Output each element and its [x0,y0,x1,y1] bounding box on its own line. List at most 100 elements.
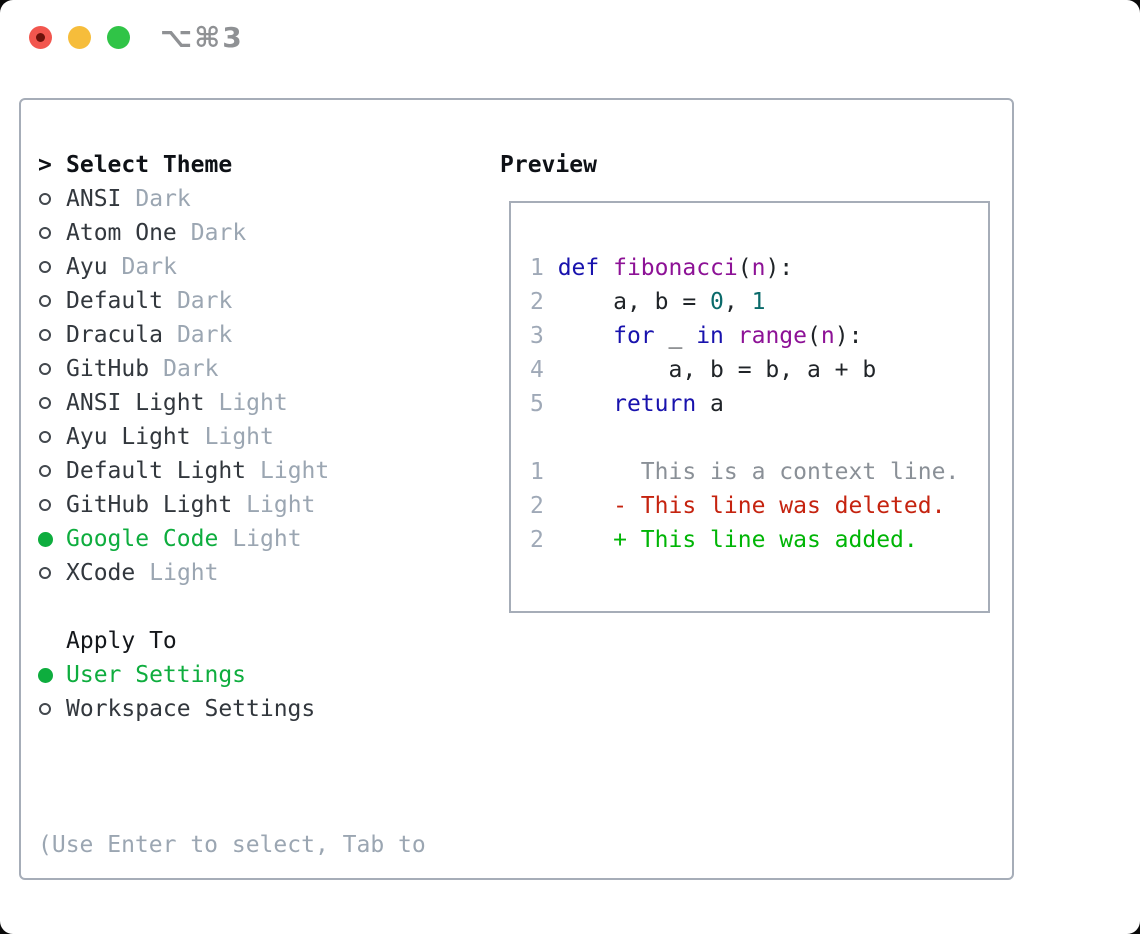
code-token: return [613,391,697,417]
option-label: Google Code [66,526,219,552]
apply-to-header: Apply To [38,624,483,658]
close-button[interactable] [29,25,52,49]
apply-option[interactable]: Workspace Settings [38,692,483,726]
radio-icon [39,465,51,477]
code-token: This is a context line. [557,459,960,485]
radio-icon [39,295,51,307]
code-line: 2 a, b = 0, 1 [530,285,988,319]
line-number: 2 [530,527,558,553]
traffic-lights [29,25,130,49]
theme-option[interactable]: Default Dark [38,284,483,318]
option-variant-tag: Dark [121,254,177,280]
option-label: ANSI Light [66,390,205,416]
line-number: 2 [530,289,558,315]
code-token: , [723,289,752,315]
code-token: 1 [751,289,766,315]
theme-option[interactable]: ANSI Dark [38,182,483,216]
option-label: ANSI [66,186,122,212]
hint-line: (Use Enter to select, Tab to [38,832,426,858]
option-variant-tag: Light [260,458,330,484]
option-variant-tag: Light [246,492,316,518]
theme-option[interactable]: Default Light Light [38,454,483,488]
option-variant-tag: Light [204,424,274,450]
option-label: GitHub [66,356,150,382]
close-modified-dot-icon [36,32,45,42]
option-variant-tag: Light [218,390,288,416]
prompt-marker-icon: > [38,152,52,178]
option-label: Atom One [66,220,177,246]
radio-selected-icon [38,531,53,547]
code-token: range [737,323,807,349]
code-token [599,255,613,281]
option-variant-tag: Dark [163,356,219,382]
code-line: 3 for _ in range(n): [530,319,988,353]
option-variant-tag: Light [149,560,219,586]
zoom-button[interactable] [107,25,130,49]
theme-option[interactable]: Ayu Light Light [38,420,483,454]
option-variant-tag: Dark [135,186,191,212]
hint-line: change focus) [38,930,483,934]
spacer [38,590,483,624]
code-line: 4 a, b = b, a + b [530,353,988,387]
preview-title: Preview [500,152,597,178]
code-token: fibonacci [613,255,738,281]
code-token: n [820,323,835,349]
code-token: ( [737,255,752,281]
option-variant-tag: Light [232,526,302,552]
option-label: GitHub Light [66,492,233,518]
option-label: Ayu Light [66,424,191,450]
code-line: 1 This is a context line. [530,455,988,489]
code-token [558,391,613,417]
option-variant-tag: Dark [176,288,233,314]
code-token [558,323,613,349]
radio-icon [39,567,51,579]
option-label: Workspace Settings [66,696,316,722]
theme-option[interactable]: Google Code Light [38,522,483,556]
code-line: 2 + This line was added. [530,523,988,557]
radio-icon [39,703,51,715]
apply-to-title: Apply To [66,628,177,654]
code-token: - This line was deleted. [557,493,946,519]
code-token [724,323,738,349]
code-token: in [696,323,724,349]
radio-icon [39,431,51,443]
option-label: Ayu [66,254,108,280]
radio-icon [39,363,51,375]
theme-option[interactable]: GitHub Light Light [38,488,483,522]
code-line: 2 - This line was deleted. [530,489,988,523]
option-label: User Settings [66,662,247,688]
minimize-button[interactable] [68,25,91,49]
line-number: 5 [530,391,558,417]
radio-icon [39,193,51,205]
code-line [530,421,988,455]
line-number: 3 [530,323,558,349]
radio-icon [39,261,51,273]
spacer [38,726,483,760]
radio-selected-icon [38,667,53,683]
theme-option[interactable]: GitHub Dark [38,352,483,386]
keyboard-hint: (Use Enter to select, Tab to change focu… [38,760,483,934]
code-token: ): [765,255,794,281]
apply-option[interactable]: User Settings [38,658,483,692]
code-token: 0 [710,289,724,315]
line-number: 1 [530,255,558,281]
option-label: Default Light [66,458,247,484]
code-token: n [751,255,766,281]
theme-option[interactable]: ANSI Light Light [38,386,483,420]
code-token: _ [654,323,697,349]
option-label: Dracula [66,322,163,348]
code-line: 1 def fibonacci(n): [530,251,988,285]
theme-option[interactable]: Ayu Dark [38,250,483,284]
select-theme-header: > Select Theme [38,148,483,182]
code-token: for [613,323,655,349]
option-label: Default [66,288,163,314]
